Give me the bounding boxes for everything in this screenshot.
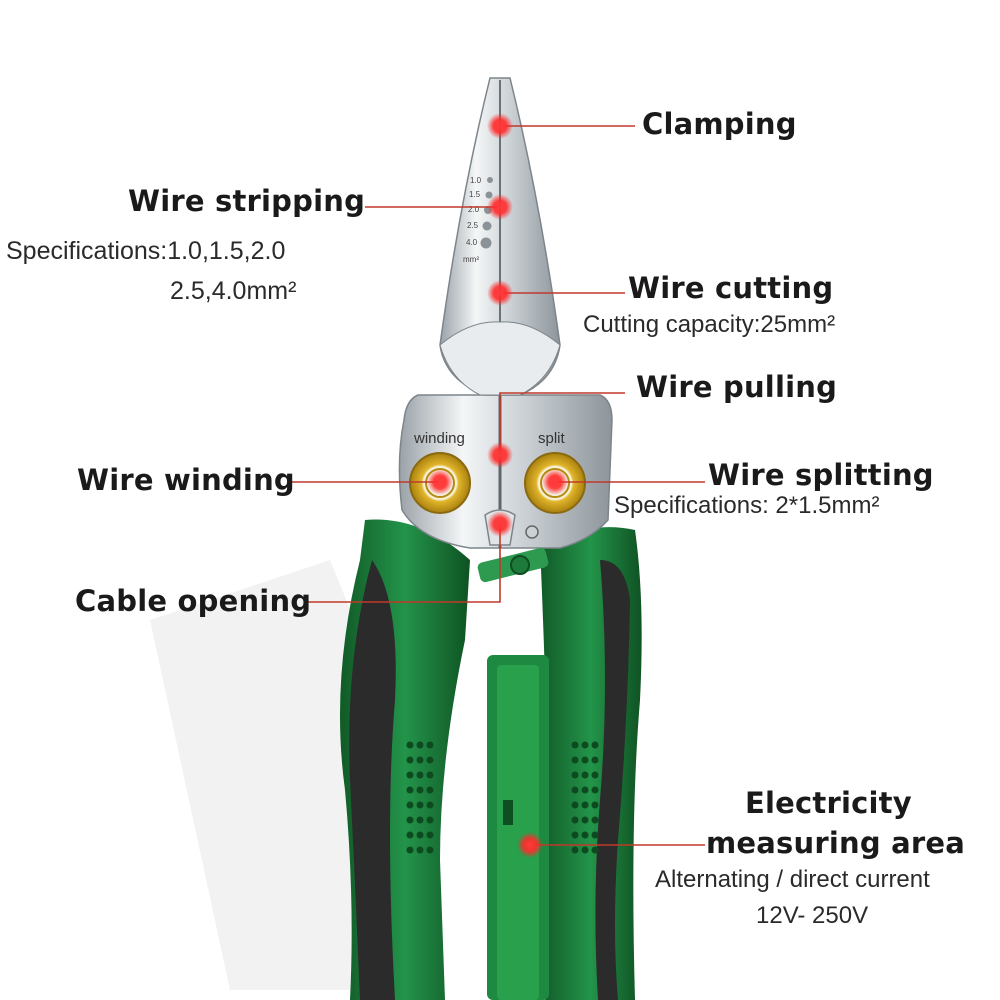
right-grip-dots (571, 741, 599, 854)
wire-pulling-label: Wire pulling (636, 370, 838, 404)
wire-splitting-spec: Specifications: 2*1.5mm² (614, 492, 880, 519)
right-handle (540, 527, 642, 1000)
measuring-panel (487, 655, 549, 1000)
electricity-label-line-2: measuring area (706, 826, 966, 860)
wire-cutting-label: Wire cutting (628, 271, 834, 305)
scale-label: 2.5 (467, 221, 479, 230)
electricity-spec-line-1: Alternating / direct current (655, 866, 930, 893)
winding-engraving: winding (413, 430, 465, 447)
left-handle (340, 519, 470, 1000)
wire-splitting-label: Wire splitting (708, 458, 934, 492)
left-grip-dots (406, 741, 434, 854)
cable-opening-label: Cable opening (75, 584, 312, 618)
pliers-jaw (439, 77, 561, 396)
wire-winding-label: Wire winding (77, 463, 295, 497)
leader-lines (290, 125, 705, 846)
wire-cutting-spec: Cutting capacity:25mm² (583, 311, 836, 338)
electricity-spec-line-2: 12V- 250V (756, 902, 869, 929)
highlight-markers (427, 113, 568, 858)
split-engraving: split (538, 430, 566, 447)
stripping-scale: 1.0 1.5 2.0 2.5 4.0 mm² (463, 176, 482, 264)
wire-stripping-spec-line-2: 2.5,4.0mm² (170, 277, 297, 305)
scale-label: 4.0 (466, 238, 478, 247)
wire-stripping-spec-line-1: Specifications:1.0,1.5,2.0 (6, 237, 286, 265)
spring-clip (477, 547, 549, 583)
electricity-label-line-1: Electricity (745, 786, 912, 820)
scale-label: 2.0 (468, 205, 480, 214)
scale-unit: mm² (463, 255, 479, 264)
wire-stripping-label: Wire stripping (128, 184, 366, 218)
scale-label: 1.0 (470, 176, 482, 185)
scale-label: 1.5 (469, 190, 481, 199)
pivot-screw (525, 525, 539, 539)
clamping-label: Clamping (642, 107, 797, 141)
